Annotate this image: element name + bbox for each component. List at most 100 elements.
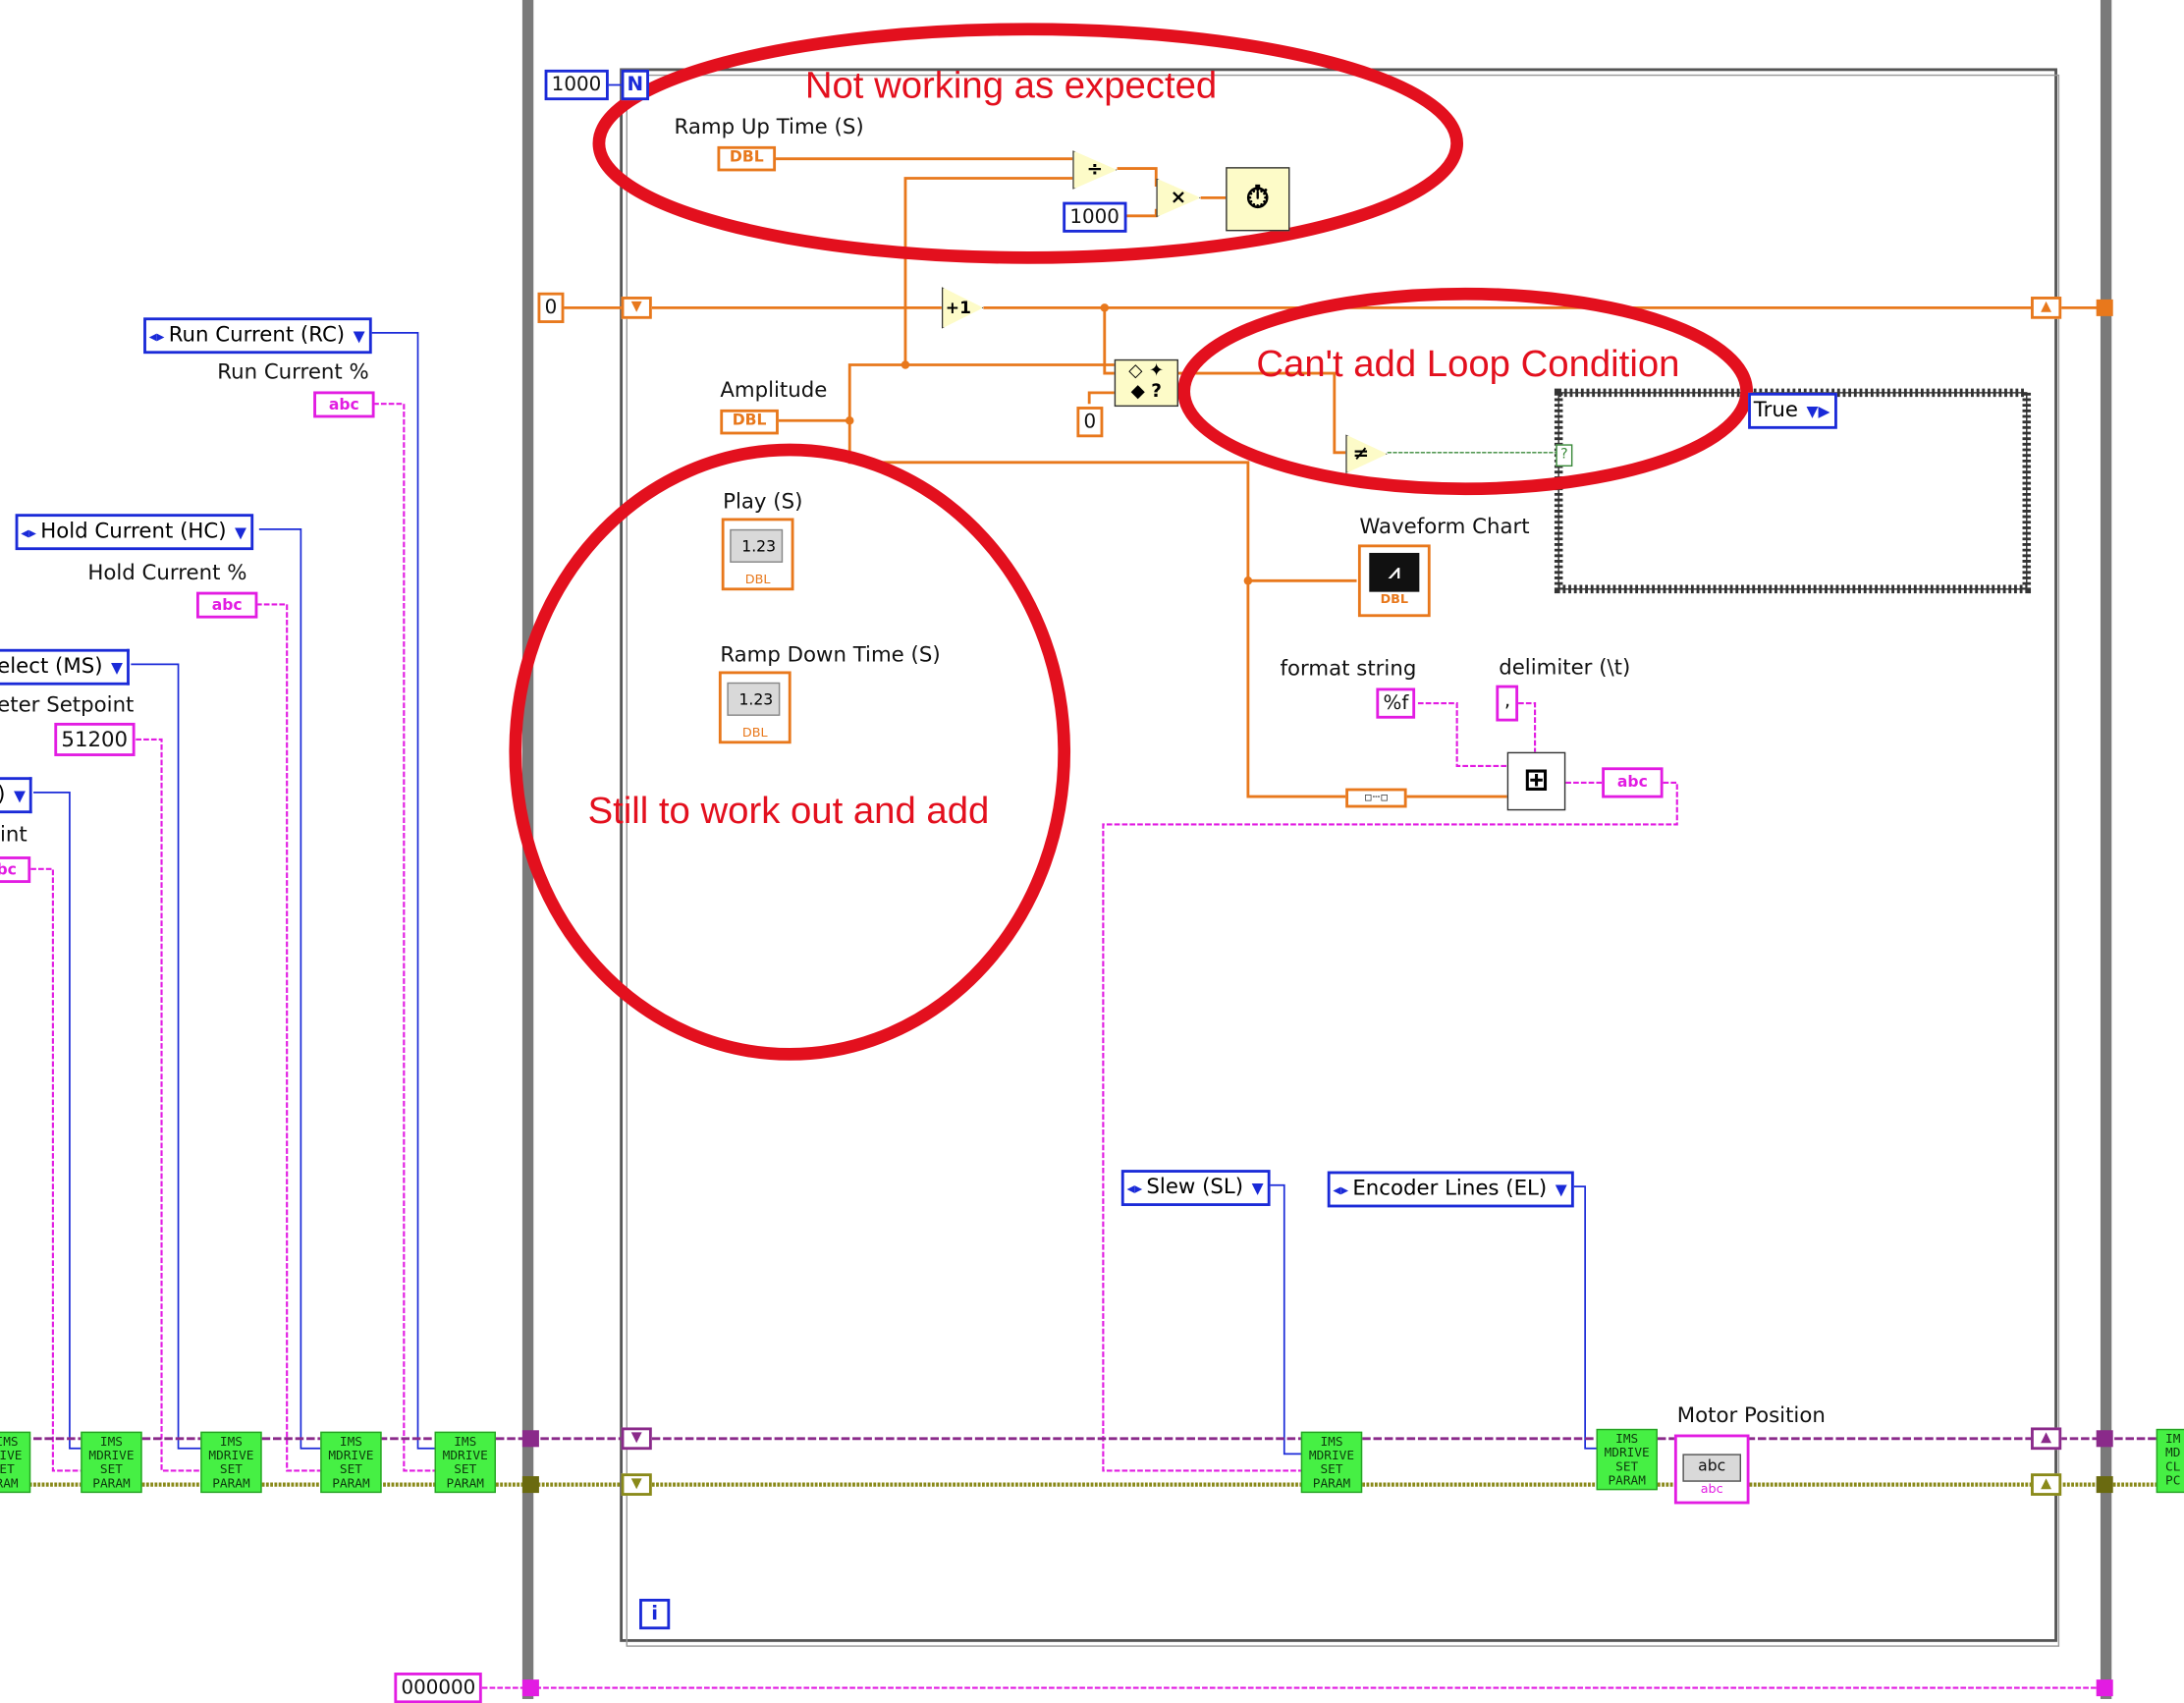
outer-tunnel-string[interactable] xyxy=(521,1679,539,1697)
hold-current-ring-label: Hold Current (HC) xyxy=(40,518,227,544)
shift-register-right[interactable]: ▲ xyxy=(2031,297,2062,319)
wait-ms-metronome-icon[interactable]: ⏱ xyxy=(1226,167,1290,232)
outer-structure-right-frame xyxy=(2100,0,2112,1699)
annotation-left: Still to work out and add xyxy=(587,790,990,832)
outer-tunnel-error[interactable] xyxy=(521,1476,539,1494)
run-current-ring[interactable]: ◂▸Run Current (RC) ▼ xyxy=(143,317,372,355)
shift-init-constant[interactable]: 0 xyxy=(537,292,565,323)
hold-current-ring[interactable]: ◂▸Hold Current (HC) ▼ xyxy=(15,514,254,551)
microstep-ring-label: elect (MS) xyxy=(0,653,103,679)
chart-graph-icon: ⩘ xyxy=(1369,552,1420,592)
ims-mdrive-set-param-vi[interactable]: IMS MDRIVE SET PARAM xyxy=(1300,1431,1363,1494)
format-string-constant[interactable]: %f xyxy=(1376,687,1416,719)
run-current-ring-label: Run Current (RC) xyxy=(168,321,346,348)
motor-position-label: Motor Position xyxy=(1676,1401,1826,1428)
annotation-right: Can't add Loop Condition xyxy=(1256,342,1680,385)
ims-mdrive-set-param-vi[interactable]: IMS MDRIVE SET PARAM xyxy=(1596,1428,1658,1491)
ramp-down-label: Ramp Down Time (S) xyxy=(720,641,941,668)
ims-mdrive-set-param-vi[interactable]: IMS MDRIVE SET PARAM xyxy=(320,1431,382,1494)
case-selector-label: True xyxy=(1753,397,1798,422)
run-current-pct-label: Run Current % xyxy=(217,358,369,385)
ims-mdrive-close-vi-partial[interactable]: IM MD CL PC xyxy=(2156,1428,2184,1494)
string-indicator[interactable]: abc xyxy=(1602,767,1664,798)
hold-current-pct-terminal[interactable]: abc xyxy=(195,591,258,619)
outer-tunnel-reference[interactable] xyxy=(521,1430,539,1448)
delimiter-label: delimiter (\t) xyxy=(1499,654,1631,680)
ramp-down-value: 1.23 xyxy=(727,682,781,716)
play-value: 1.23 xyxy=(730,528,784,563)
slew-ring-label: Slew (SL) xyxy=(1146,1174,1244,1199)
case-selector[interactable]: True ▼▶ xyxy=(1748,392,1837,429)
partial-label: int xyxy=(0,821,27,848)
chevron-down-icon: ▼ xyxy=(111,658,124,678)
partial-string-terminal[interactable]: abc xyxy=(0,856,31,884)
encoder-lines-ring-label: Encoder Lines (EL) xyxy=(1352,1175,1548,1201)
select-node[interactable]: ◇ ✦◆ ? xyxy=(1114,358,1178,408)
case-selector-terminal[interactable]: ? xyxy=(1556,444,1573,467)
setpoint-label: eter Setpoint xyxy=(0,691,135,718)
ring-arrows-icon: ◂▸ xyxy=(21,523,36,542)
ramp-down-numeric-control[interactable]: 1.23 DBL xyxy=(718,671,792,744)
microstep-ring[interactable]: elect (MS) ▼ xyxy=(0,648,131,686)
motor-position-value: abc xyxy=(1682,1454,1742,1482)
delimiter-constant[interactable]: , xyxy=(1496,685,1519,722)
loop-count-terminal[interactable]: N xyxy=(621,69,649,101)
run-current-pct-terminal[interactable]: abc xyxy=(313,391,375,418)
bottom-string-constant[interactable]: 000000 xyxy=(394,1673,483,1703)
shift-register-error-left[interactable]: ▼ xyxy=(621,1473,652,1496)
play-type: DBL xyxy=(744,574,771,588)
play-label: Play (S) xyxy=(723,488,803,515)
ring-arrows-icon: ◂▸ xyxy=(1126,1180,1143,1198)
motor-position-indicator[interactable]: abc abc xyxy=(1673,1434,1750,1505)
amplitude-label: Amplitude xyxy=(720,377,828,403)
amplitude-terminal[interactable]: DBL xyxy=(720,409,779,435)
shift-register-reference-right[interactable]: ▲ xyxy=(2031,1427,2062,1451)
setpoint-constant[interactable]: 51200 xyxy=(54,722,136,756)
shift-register-left[interactable]: ▼ xyxy=(621,297,652,319)
format-string-label: format string xyxy=(1280,655,1417,682)
ring-arrows-icon: ◂▸ xyxy=(1333,1181,1349,1199)
chevron-down-icon: ▼▶ xyxy=(1806,402,1830,421)
annotation-ellipse-top xyxy=(592,23,1464,264)
hold-current-pct-label: Hold Current % xyxy=(87,560,247,585)
chevron-down-icon: ▼ xyxy=(235,523,247,542)
ims-mdrive-set-param-vi[interactable]: IMS MDRIVE SET PARAM xyxy=(200,1431,262,1494)
array-to-spreadsheet-icon[interactable]: ⊞ xyxy=(1506,751,1566,811)
iteration-terminal[interactable]: i xyxy=(639,1598,671,1630)
motor-position-type: abc xyxy=(1700,1483,1723,1498)
shift-register-error-right[interactable]: ▲ xyxy=(2031,1473,2062,1496)
ims-mdrive-set-param-vi[interactable]: IMS MDRIVE SET PARAM xyxy=(81,1431,142,1494)
ramp-up-label: Ramp Up Time (S) xyxy=(674,114,864,139)
annotation-ellipse-right xyxy=(1177,287,1754,496)
compare-zero-constant[interactable]: 0 xyxy=(1076,407,1104,438)
waveform-chart-label: Waveform Chart xyxy=(1359,514,1530,539)
ims-mdrive-set-param-vi[interactable]: IMS MDRIVE SET PARAM xyxy=(434,1431,496,1494)
partial-ring[interactable]: )▼ xyxy=(0,777,33,814)
shift-register-reference-left[interactable]: ▼ xyxy=(621,1427,652,1451)
outer-tunnel-numeric[interactable] xyxy=(2096,299,2113,316)
ims-mdrive-set-param-vi-partial[interactable]: IMS RIVE ET RAM xyxy=(0,1431,31,1494)
ring-arrows-icon: ◂▸ xyxy=(148,327,165,346)
waveform-chart-type: DBL xyxy=(1380,593,1409,608)
outer-tunnel-reference-out[interactable] xyxy=(2096,1430,2113,1448)
ramp-up-terminal[interactable]: DBL xyxy=(717,145,777,172)
annotation-ellipse-left xyxy=(509,443,1071,1061)
loop-count-constant[interactable]: 1000 xyxy=(544,69,609,101)
partial-ring-label: ) xyxy=(0,781,5,806)
chevron-down-icon: ▼ xyxy=(13,787,26,805)
chevron-down-icon: ▼ xyxy=(353,327,365,346)
waveform-chart-terminal[interactable]: ⩘ DBL xyxy=(1357,544,1431,618)
chevron-down-icon: ▼ xyxy=(1251,1180,1264,1198)
outer-tunnel-error-out[interactable] xyxy=(2096,1476,2113,1494)
encoder-lines-ring[interactable]: ◂▸Encoder Lines (EL) ▼ xyxy=(1327,1171,1574,1208)
ms-multiplier-constant[interactable]: 1000 xyxy=(1063,201,1126,233)
annotation-top: Not working as expected xyxy=(804,64,1218,106)
ramp-down-type: DBL xyxy=(741,727,768,742)
outer-tunnel-string-out[interactable] xyxy=(2096,1679,2113,1697)
slew-ring[interactable]: ◂▸Slew (SL) ▼ xyxy=(1120,1170,1271,1206)
chevron-down-icon: ▼ xyxy=(1555,1181,1567,1199)
build-array-node[interactable]: ▫┄▫ xyxy=(1345,788,1407,808)
play-numeric-control[interactable]: 1.23 DBL xyxy=(721,518,794,591)
